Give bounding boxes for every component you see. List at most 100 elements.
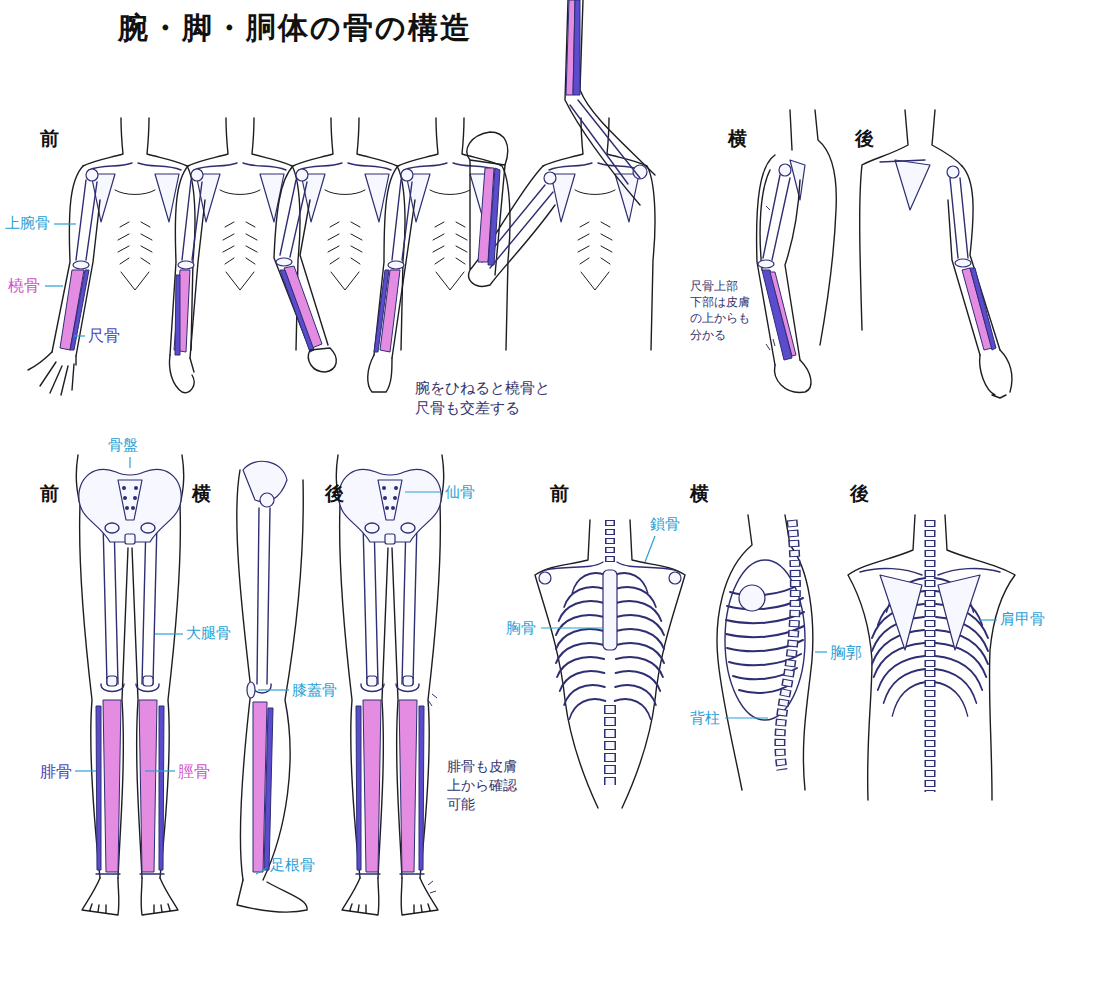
front-torso (539, 572, 551, 584)
note: 尺骨上部 下部は皮膚 の上からも 分かる (690, 278, 754, 343)
bone-label: 足根骨 (270, 856, 315, 874)
front-torso (557, 657, 663, 677)
back-torso (848, 515, 1015, 800)
bone-label: 胸骨 (506, 619, 536, 637)
leader-lines (541, 627, 603, 628)
raised-arm (565, 0, 655, 205)
front-torso (603, 570, 617, 650)
arm (368, 355, 392, 392)
front-torso (607, 520, 614, 562)
front-torso (535, 520, 685, 808)
leader-lines (428, 694, 437, 893)
back-torso (880, 575, 980, 650)
back-arm-figure (948, 166, 1000, 355)
arm (280, 180, 307, 257)
front-torso (564, 685, 656, 705)
side-torso (780, 520, 795, 770)
bone-label: 腓骨 (40, 762, 72, 781)
bent-arm (467, 132, 508, 165)
side-arm-figure (790, 160, 805, 200)
arm (170, 166, 206, 393)
arm (86, 169, 98, 181)
raised-arm (565, 0, 655, 205)
arm (170, 166, 205, 358)
arm (73, 261, 89, 269)
leader-lines (129, 457, 130, 468)
side-torso (739, 585, 765, 611)
back-arm-figure (947, 166, 959, 178)
side-arm-figure (757, 110, 837, 392)
back-torso (848, 515, 1015, 800)
side-leg (253, 508, 271, 693)
arm (368, 166, 415, 392)
view-label: 横 (690, 482, 709, 505)
arm (284, 266, 322, 348)
arm (308, 348, 336, 372)
back-arm-figure (980, 350, 1012, 398)
view-label: 後 (325, 482, 344, 505)
leader-lines (815, 651, 827, 652)
view-label: 前 (40, 127, 59, 150)
side-leg (264, 708, 273, 870)
arm (374, 270, 389, 352)
arm (274, 166, 336, 372)
view-label: 後 (850, 482, 869, 505)
side-arm-figure (758, 260, 774, 268)
leader-lines (145, 770, 175, 771)
arm (28, 352, 76, 395)
front-torso (606, 705, 615, 785)
bone-label: 鎖骨 (650, 515, 680, 533)
side-arm-figure (775, 360, 811, 392)
bone-label: 尺骨 (88, 326, 120, 345)
leader-lines (74, 335, 85, 336)
diagram-title: 腕・脚・胴体の骨の構造 (118, 10, 472, 46)
bone-label: 脛骨 (178, 762, 210, 781)
arm (392, 180, 412, 260)
side-torso (717, 515, 813, 790)
side-leg (237, 470, 303, 880)
leader-lines (766, 206, 775, 350)
leader-lines (645, 536, 655, 562)
arm (76, 180, 97, 260)
side-arm-figure (779, 164, 791, 176)
front-torso (669, 572, 681, 584)
bent-arm (488, 168, 500, 265)
bone-label: 橈骨 (8, 276, 40, 295)
bent-arm (544, 172, 556, 184)
leader-lines (45, 206, 997, 893)
view-label: 横 (728, 127, 747, 150)
back-arm-figure (860, 110, 1012, 398)
front-torso (545, 562, 675, 570)
arm (280, 270, 314, 352)
arm (401, 169, 413, 181)
front-torso (604, 705, 616, 785)
front-torso (605, 520, 615, 562)
arm-figures (28, 0, 1012, 398)
leader-lines (75, 770, 96, 771)
side-leg (260, 493, 274, 507)
view-label: 後 (855, 127, 874, 150)
bone-label: 仙骨 (445, 483, 475, 501)
bone-label: 膝蓋骨 (292, 681, 337, 699)
back-arm-figure (950, 178, 968, 258)
back-torso (860, 568, 1000, 575)
arm (388, 261, 404, 269)
bone-label: 骨盤 (108, 436, 138, 454)
bone-label: 胸郭 (830, 643, 862, 662)
bent-arm (469, 160, 555, 286)
leader-lines (155, 633, 183, 634)
raised-arm (570, 100, 640, 184)
leader-lines (725, 717, 768, 718)
leader-lines (258, 689, 289, 690)
side-torso (717, 515, 813, 790)
bone-label: 肩甲骨 (1000, 610, 1045, 628)
back-arm-figure (895, 160, 930, 210)
front-torso (560, 671, 660, 691)
arm (175, 275, 180, 355)
arm (70, 270, 89, 350)
leader-lines (256, 868, 267, 874)
back-arm-figure (860, 110, 962, 330)
arm (182, 180, 202, 260)
leg-figures (76, 455, 443, 915)
